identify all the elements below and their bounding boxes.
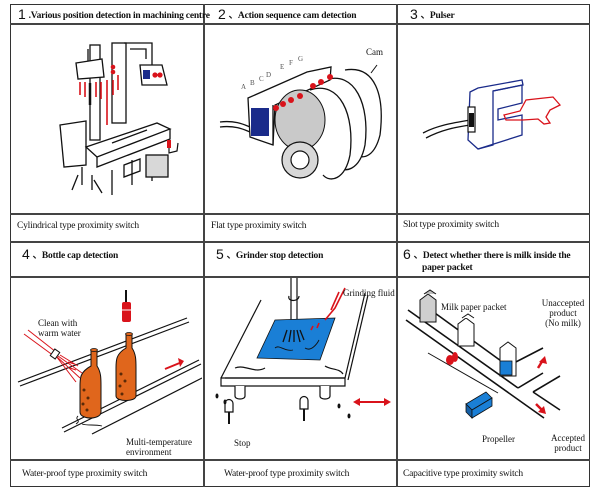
milk-packet-label: Milk paper packet	[441, 302, 507, 312]
sensor-letter: B	[250, 79, 255, 87]
panel-5-heading: 5、Grinder stop detection	[216, 246, 324, 262]
panel-4-caption: Water-proof type proximity switch	[22, 469, 148, 479]
label-line: environment	[126, 447, 172, 457]
grinder-illustration	[215, 278, 391, 424]
workpiece	[256, 317, 336, 361]
panel-number: 6	[403, 246, 411, 262]
spindle-head	[75, 58, 105, 80]
indicator-light	[110, 64, 116, 70]
heading-text: paper packet	[422, 263, 473, 273]
motor-box	[145, 154, 169, 178]
label-line: product	[554, 443, 582, 453]
label-line: Clean with	[38, 318, 78, 328]
grid-divider	[396, 4, 398, 487]
stop-label: Stop	[234, 438, 251, 448]
bottle	[79, 349, 102, 419]
panel-5-caption: Water-proof type proximity switch	[224, 469, 350, 479]
proximity-sensor	[122, 302, 131, 322]
separator: .	[28, 11, 31, 21]
separator: 、	[226, 251, 237, 261]
indicator-light	[152, 72, 158, 78]
fluid-nozzle	[310, 287, 346, 331]
cam-detection-illustration	[219, 64, 382, 180]
panel-number: 5	[216, 246, 224, 262]
cable	[422, 119, 471, 134]
pulser-illustration	[422, 79, 562, 150]
label-line: warm water	[38, 328, 81, 338]
milk-carton	[457, 317, 475, 347]
sensor-probes	[79, 75, 119, 125]
heading-text: Grinder stop detection	[235, 251, 324, 261]
panel-3-caption: Slot type proximity switch	[403, 220, 499, 230]
panel-number: 2	[218, 6, 226, 22]
sensor-indicators	[273, 74, 333, 111]
panel-3-heading: 3、Pulser	[410, 6, 455, 22]
water-spray	[23, 329, 83, 383]
machining-centre-illustration	[59, 42, 179, 195]
grid-divider	[10, 459, 590, 461]
bottle	[115, 333, 137, 401]
panel-2-heading: 2、Action sequence cam detection	[218, 6, 357, 22]
heading-text: Bottle cap detection	[41, 251, 119, 261]
label-line: Unaccepted	[541, 298, 585, 308]
indicator-light	[157, 72, 163, 78]
propeller-label: Propeller	[482, 434, 515, 444]
grid-divider	[10, 276, 590, 278]
label-line: Multi-temperature	[126, 437, 192, 447]
label-line: (No milk)	[545, 318, 581, 328]
sensor-letter: G	[298, 55, 304, 63]
panel-6-caption: Capacitive type proximity switch	[403, 469, 523, 479]
application-grid	[10, 4, 590, 487]
panel-number: 1	[18, 6, 26, 22]
panel-number: 4	[22, 246, 30, 262]
label-line: product	[549, 308, 577, 318]
capacitive-sensor	[446, 355, 454, 365]
separator: 、	[228, 11, 239, 21]
sensor-letter: D	[266, 71, 272, 79]
milk-packet-illustration	[405, 289, 561, 419]
panel-1-heading: 1.Various position detection in machinin…	[18, 6, 210, 22]
separator: 、	[32, 251, 43, 261]
panel-4-heading: 4、Bottle cap detection	[22, 246, 119, 262]
grid-divider	[10, 23, 590, 25]
heading-text: Pulser	[429, 11, 455, 21]
panel-2-caption: Flat type proximity switch	[211, 221, 307, 231]
stop-sensor	[299, 395, 309, 410]
panel-number: 3	[410, 6, 418, 22]
milk-carton	[419, 293, 437, 323]
sensor-letter: F	[289, 59, 293, 67]
heading-text: Detect whether there is milk inside the	[422, 251, 571, 261]
panel-6-heading: 6、Detect whether there is milk inside th…	[403, 246, 571, 274]
indicator-light	[110, 69, 116, 75]
cam-label: Cam	[366, 47, 383, 57]
panel-1-caption: Cylindrical type proximity switch	[17, 221, 139, 231]
grid-divider	[10, 241, 590, 243]
sensor-face	[251, 108, 269, 136]
sensor-letter: A	[241, 83, 247, 91]
separator: 、	[413, 251, 424, 261]
separator: 、	[420, 11, 431, 21]
target-pulse-plate	[503, 96, 562, 125]
grinding-brush	[282, 329, 305, 343]
display-panel	[143, 70, 150, 79]
sensor-letter: E	[280, 63, 285, 71]
sensor-letter: C	[259, 75, 264, 83]
heading-text: Various position detection in machining …	[30, 11, 210, 21]
grinder-table	[220, 377, 346, 387]
grid-divider	[203, 4, 205, 487]
table-sensor	[167, 140, 171, 148]
grinding-fluid-label: Grinding fluid	[343, 288, 395, 298]
bottle-cap-illustration	[17, 290, 202, 435]
grid-divider	[10, 213, 590, 215]
heading-text: Action sequence cam detection	[237, 11, 357, 21]
label-line: Accepted	[551, 433, 585, 443]
